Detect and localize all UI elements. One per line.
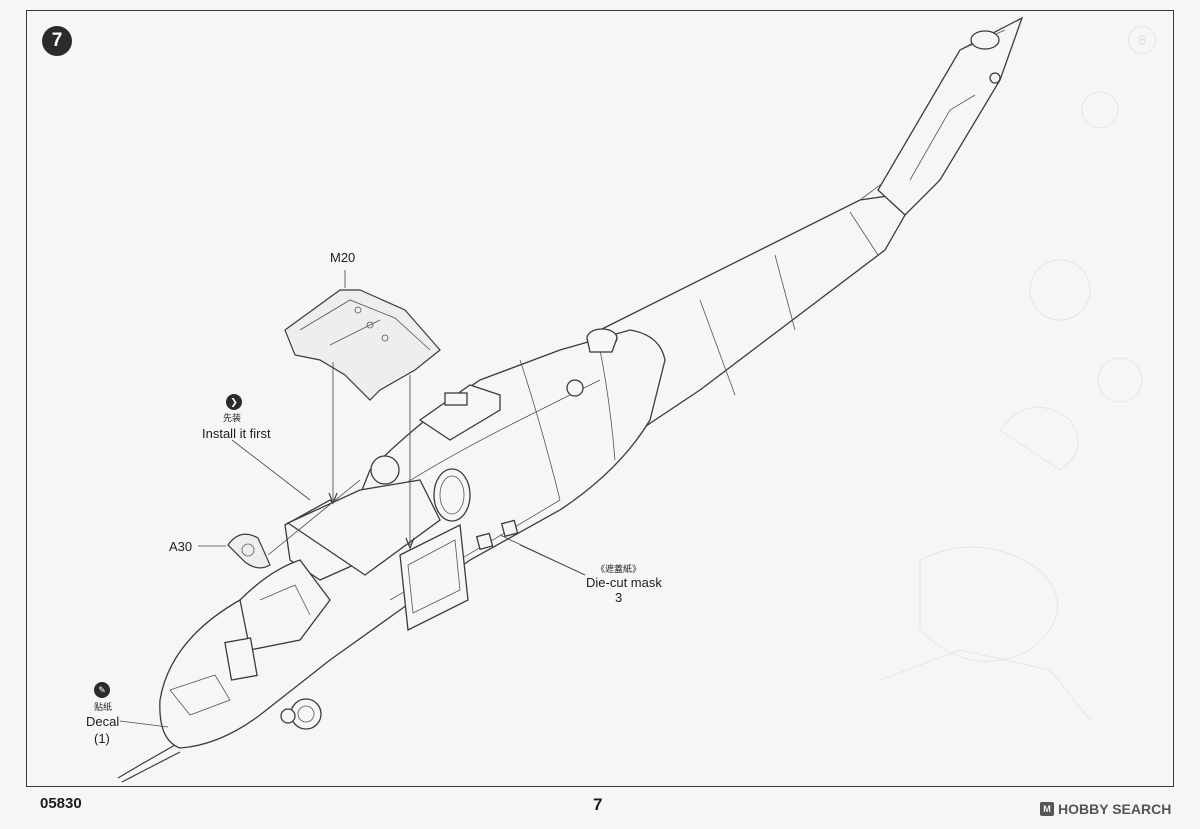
- watermark-logo-icon: M: [1040, 802, 1054, 816]
- install-first-icon: ❯: [226, 394, 242, 410]
- install-first-chinese: 先装: [223, 413, 242, 423]
- tail-fin: [877, 16, 1024, 216]
- install-first-english: Install it first: [202, 426, 271, 441]
- engine-cover: [370, 384, 501, 485]
- page-number: 7: [593, 795, 603, 814]
- watermark: M HOBBY SEARCH: [1040, 801, 1171, 817]
- leader-lines: [119, 439, 586, 728]
- mask-number: 3: [615, 590, 623, 605]
- decal-chinese: 贴纸: [94, 702, 113, 712]
- decal-english: Decal: [86, 714, 120, 729]
- part-a30: [198, 533, 271, 569]
- tail-boom: [599, 184, 906, 431]
- decal-number: (1): [94, 731, 110, 746]
- mask-chinese: 《遮蓋紙》: [596, 564, 642, 574]
- step-number: 7: [51, 30, 63, 51]
- mask-english: Die-cut mask: [586, 575, 662, 590]
- side-door: [399, 519, 519, 632]
- nose-landing-gear: [117, 698, 322, 783]
- placement-arrows: [267, 362, 415, 556]
- bleed-through-badge: 8: [1128, 26, 1156, 54]
- decal-icon: ✎: [94, 682, 110, 698]
- step-number-badge: 7: [42, 26, 72, 56]
- part-m20-label: M20: [330, 250, 356, 265]
- part-m20: [284, 270, 441, 401]
- part-a30-label: A30: [169, 539, 193, 554]
- product-code: 05830: [40, 795, 82, 812]
- cockpit: [169, 479, 441, 716]
- instruction-frame: [26, 10, 1174, 787]
- watermark-text: HOBBY SEARCH: [1058, 801, 1172, 817]
- bleed-through-shapes: [879, 91, 1143, 721]
